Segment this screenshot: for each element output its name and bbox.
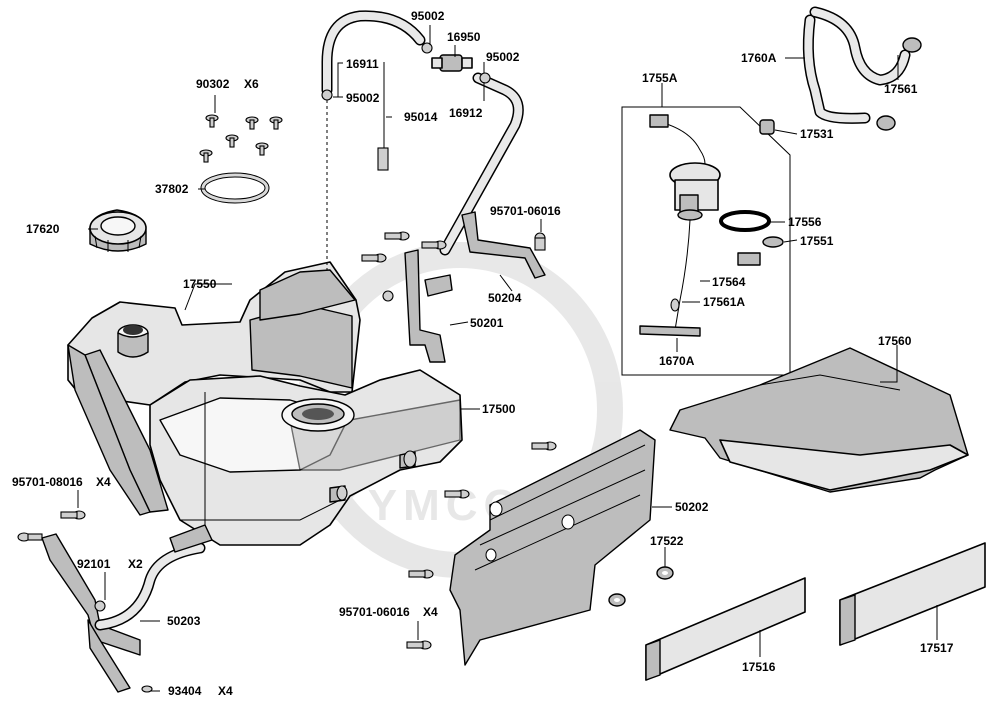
label-95002-a: 95002 (346, 91, 380, 105)
label-50204: 50204 (488, 291, 522, 305)
fuel-cap-17620 (89, 209, 147, 252)
label-50202: 50202 (675, 500, 709, 514)
label-37802: 37802 (155, 182, 189, 196)
label-93404-qty: X4 (218, 684, 233, 698)
label-90302-qty: X6 (244, 77, 259, 91)
label-17517: 17517 (920, 641, 954, 655)
bracket-50203 (41, 524, 213, 693)
label-1755A: 1755A (642, 71, 678, 85)
label-16912: 16912 (449, 106, 483, 120)
label-92101-qty: X2 (128, 557, 143, 571)
gasket-37802 (200, 172, 270, 204)
pad-17516 (645, 577, 806, 681)
label-17522: 17522 (650, 534, 684, 548)
label-95701-06016-a: 95701-06016 (490, 204, 561, 218)
bolts-top (17, 231, 557, 650)
label-17561A: 17561A (703, 295, 746, 309)
label-17551: 17551 (800, 234, 834, 248)
pad-17517 (839, 542, 986, 646)
breather-hoses (321, 10, 524, 270)
label-95002-c: 95002 (486, 50, 520, 64)
label-93404: 93404 (168, 684, 202, 698)
label-50203: 50203 (167, 614, 201, 628)
screws-90302 (199, 114, 283, 163)
leader-lines (77, 25, 938, 692)
label-17531: 17531 (800, 127, 834, 141)
label-17620: 17620 (26, 222, 60, 236)
heat-shield-50202 (449, 429, 656, 666)
label-17500: 17500 (482, 402, 516, 416)
bracket-50201 (382, 249, 453, 363)
label-17561: 17561 (884, 82, 918, 96)
grommets-17522 (608, 566, 674, 607)
label-95701-06016-b: 95701-06016 (339, 605, 410, 619)
label-17550: 17550 (183, 277, 217, 291)
label-17516: 17516 (742, 660, 776, 674)
label-16911: 16911 (346, 57, 379, 71)
label-90302: 90302 (196, 77, 230, 91)
fuel-hose-1760A (759, 6, 922, 135)
label-95002-b: 95002 (411, 9, 445, 23)
fuel-pump-inset (621, 106, 791, 376)
label-50201: 50201 (470, 316, 504, 330)
label-95701-08016-qty: X4 (96, 475, 111, 489)
label-95014: 95014 (404, 110, 438, 124)
label-95701-08016: 95701-08016 (12, 475, 83, 489)
label-17564: 17564 (712, 275, 746, 289)
under-cover-17560 (669, 347, 969, 493)
fuel-tank-17500 (67, 261, 463, 546)
label-17556: 17556 (788, 215, 822, 229)
label-1670A: 1670A (659, 354, 695, 368)
label-16950: 16950 (447, 30, 481, 44)
bracket-50204 (461, 211, 546, 279)
label-95701-06016-b-qty: X4 (423, 605, 438, 619)
label-92101: 92101 (77, 557, 111, 571)
label-1760A: 1760A (741, 51, 777, 65)
label-17560: 17560 (878, 334, 912, 348)
